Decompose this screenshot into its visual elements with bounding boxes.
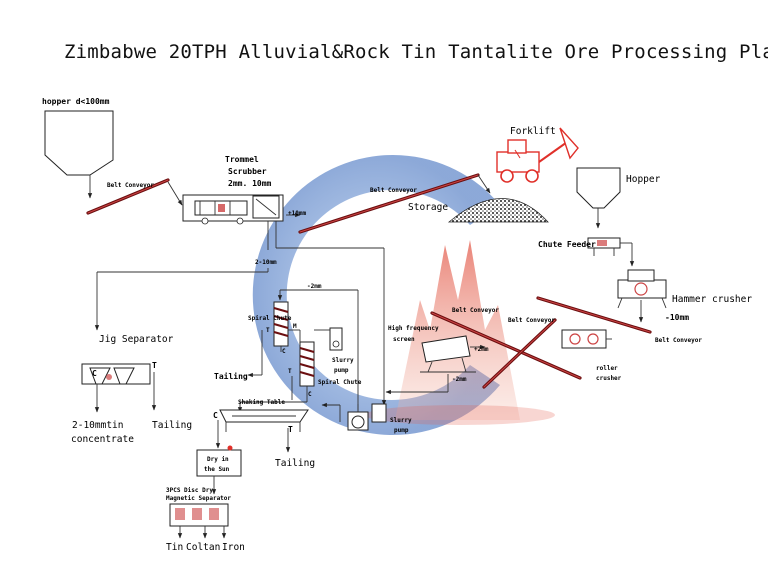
plus2-label: +2mm xyxy=(474,346,489,353)
hammer-crusher-label: Hammer crusher xyxy=(672,294,752,305)
roller-crusher-label-2: crusher xyxy=(596,375,622,382)
coltan-label: Coltan xyxy=(186,542,220,553)
trommel-label-3: 2mm. 10mm xyxy=(228,179,272,188)
belt-conveyor-2 xyxy=(298,173,491,234)
spiral-chute-2-label: Spiral Chute xyxy=(318,379,362,386)
hopper-label: hopper d<100mm xyxy=(42,97,110,106)
belt-conveyor-5 xyxy=(482,318,557,389)
jig-c-label: C xyxy=(92,369,97,378)
roller-crusher xyxy=(561,329,612,349)
spiral-m-label: M xyxy=(293,323,297,330)
shaking-table-label: Shaking Table xyxy=(238,399,285,406)
belt-conveyor-1-label: Belt Conveyor xyxy=(107,182,154,189)
jig-separator xyxy=(81,363,157,413)
flow-lines: 2-10mm xyxy=(94,221,387,410)
storage-label: Storage xyxy=(408,202,448,213)
roller-crusher-label-1: roller xyxy=(596,365,618,372)
trommel-scrubber xyxy=(182,194,301,225)
spiral-chute-1 xyxy=(273,301,289,347)
slurry-pump-2 xyxy=(321,389,448,431)
dry-label-2: the Sun xyxy=(204,466,230,473)
chute-feeder-label: Chute Feeder xyxy=(538,240,596,249)
tailing-2-label: Tailing xyxy=(214,371,248,381)
belt-conveyor-4 xyxy=(430,311,582,380)
trommel-label-2: Scrubber xyxy=(228,167,267,176)
mag-label-2: Magnetic Separator xyxy=(166,495,231,502)
hopper-2-label: Hopper xyxy=(626,174,661,185)
dry-label-1: Dry in xyxy=(207,456,229,463)
trommel-label-1: Trommel xyxy=(225,155,259,164)
forklift-icon xyxy=(496,127,579,183)
hammer-crusher xyxy=(617,269,667,323)
minus2-label: -2mm xyxy=(307,283,322,290)
jig-t-label: T xyxy=(152,361,157,370)
spiral-chute-1-label: Spiral Chute xyxy=(248,315,292,322)
dry-in-sun-box xyxy=(196,445,242,495)
size-2-10-label: 2-10mm xyxy=(255,259,277,266)
minus2b-label: -2mm xyxy=(452,376,467,383)
slurry-pump-2-label-2: pump xyxy=(394,427,409,434)
belt-conveyor-5-label: Belt Conveyor xyxy=(508,317,555,324)
spiral-t-label: T xyxy=(266,327,270,334)
magnetic-separator xyxy=(169,503,229,539)
slurry-pump-1 xyxy=(314,327,343,351)
slurry-pump-1-label-1: Slurry xyxy=(332,357,354,364)
hfs-label-2: screen xyxy=(393,336,415,343)
shake-c-label: C xyxy=(213,411,218,420)
watermark-logo xyxy=(252,154,555,435)
minus10-label: -10mm xyxy=(665,313,689,322)
hopper-2 xyxy=(576,167,621,229)
plus10-label: +10mm xyxy=(288,210,306,217)
iron-label: Iron xyxy=(222,542,245,553)
page-title: Zimbabwe 20TPH Alluvial&Rock Tin Tantali… xyxy=(64,41,768,63)
belt-conveyor-1 xyxy=(86,178,183,215)
spiral-c2-label: C xyxy=(308,391,312,398)
mag-label-1: 3PCS Disc Dry xyxy=(166,487,213,494)
spiral-t2-label: T xyxy=(288,368,292,375)
belt-conveyor-3 xyxy=(536,296,652,334)
spiral-flow-lines xyxy=(237,329,308,413)
forklift-label: Forklift xyxy=(510,126,556,137)
jig-output-label-2: concentrate xyxy=(71,434,134,445)
spiral-chute-2 xyxy=(299,341,315,387)
belt-conveyor-4-label: Belt Conveyor xyxy=(452,307,499,314)
jig-separator-label: Jig Separator xyxy=(99,334,174,345)
shaking-table xyxy=(215,409,309,453)
belt-conveyor-2-label: Belt Conveyor xyxy=(370,187,417,194)
shake-t-label: T xyxy=(288,425,293,434)
jig-tailing-label: Tailing xyxy=(152,420,192,431)
tailing-3-label: Tailing xyxy=(275,458,315,469)
high-frequency-screen xyxy=(420,335,486,392)
hfs-label-1: High frequency xyxy=(388,325,439,332)
spiral-c-label: C xyxy=(282,348,286,355)
belt-conveyor-3-label: Belt Conveyor xyxy=(655,337,702,344)
feed-hopper xyxy=(44,110,114,199)
slurry-pump-2-label-1: Slurry xyxy=(390,417,412,424)
tin-label: Tin xyxy=(166,542,183,553)
storage-pile-icon xyxy=(447,198,549,223)
slurry-pump-1-label-2: pump xyxy=(334,367,349,374)
chute-feeder xyxy=(587,237,635,267)
jig-output-label-1: 2-10mmtin xyxy=(72,420,123,431)
